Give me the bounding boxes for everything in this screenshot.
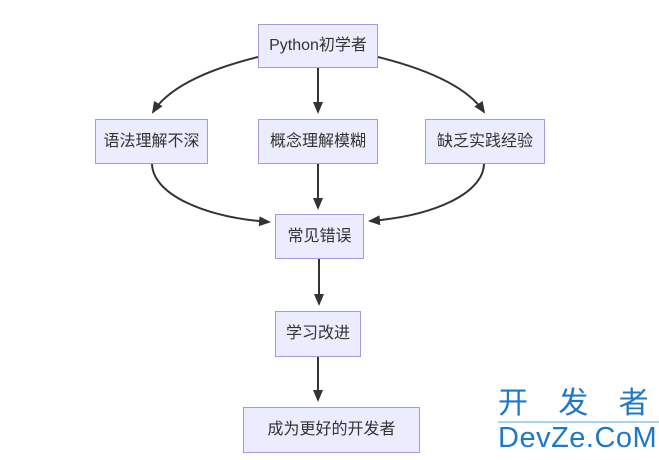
watermark-title: 开 发 者 [498,389,659,423]
node-learn-improve-label: 学习改进 [285,325,350,343]
node-better-developer: 成为更好的开发者 [243,407,420,453]
node-lack-of-practice: 缺乏实践经验 [425,119,545,164]
edge-practice-to-errors [368,163,485,226]
edge-beginner-to-practice [377,56,486,114]
watermark: 开 发 者 DevZe.CoM [498,389,659,454]
node-common-errors-label: 常见错误 [287,227,352,245]
node-better-developer-label: 成为更好的开发者 [267,421,396,439]
node-python-beginner-label: Python初学者 [269,37,367,55]
node-concept-understanding: 概念理解模糊 [258,119,378,164]
watermark-site-name: DevZe.CoM [498,422,658,454]
node-learn-improve: 学习改进 [275,311,361,357]
node-common-errors: 常见错误 [275,214,364,259]
edge-grammar-to-errors [151,163,271,227]
node-concept-understanding-label: 概念理解模糊 [269,132,366,150]
node-grammar-understanding: 语法理解不深 [95,119,208,164]
node-lack-of-practice-label: 缺乏实践经验 [436,132,533,150]
node-grammar-understanding-label: 语法理解不深 [103,132,200,150]
edge-beginner-to-grammar [151,56,259,114]
node-python-beginner: Python初学者 [258,24,378,68]
